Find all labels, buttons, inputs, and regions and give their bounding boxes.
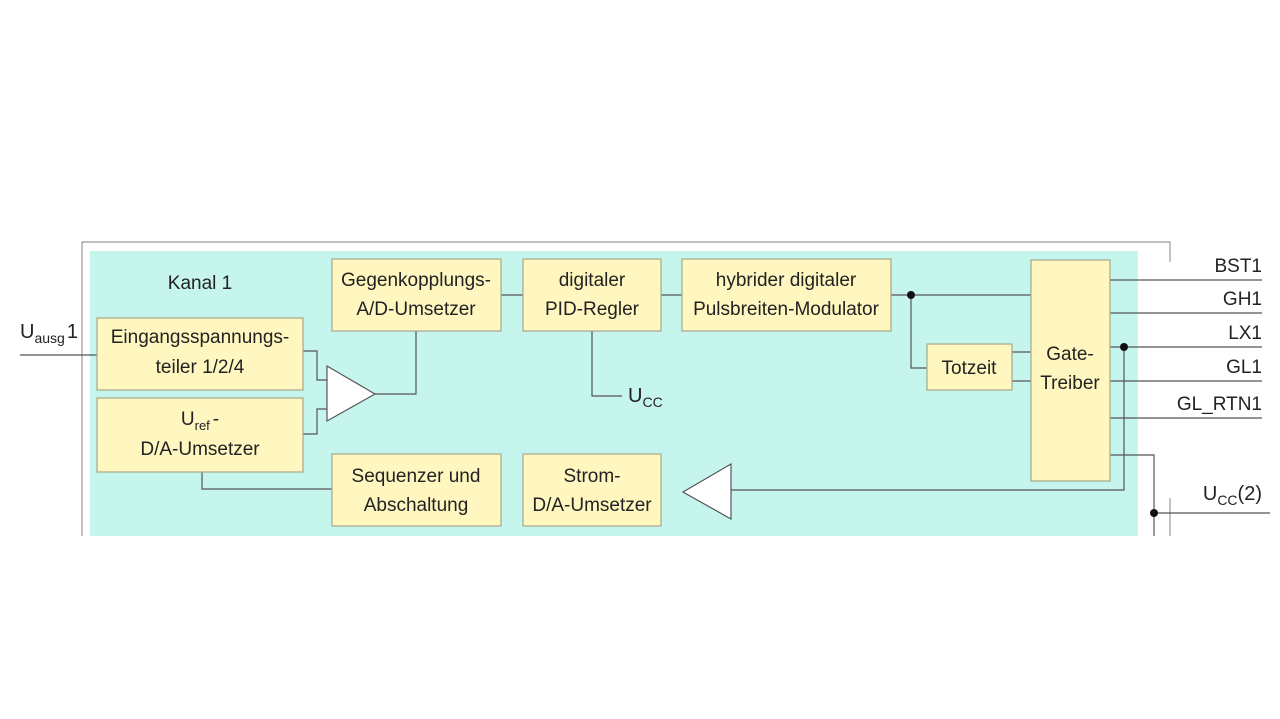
outer-frame bbox=[81, 241, 1171, 536]
ucc2-label: UCC(2) bbox=[1203, 483, 1262, 508]
block-feedback-adc: Gegenkopplungs- A/D-Umsetzer bbox=[331, 258, 502, 332]
input-label-main: U bbox=[20, 321, 34, 343]
deadtime-label: Totzeit bbox=[942, 358, 998, 379]
current-dac-line-2: D/A-Umsetzer bbox=[532, 495, 652, 516]
input-label-suffix: 1 bbox=[67, 321, 78, 343]
gate-line-2: Treiber bbox=[1040, 373, 1100, 394]
pwm-line-1: hybrider digitaler bbox=[716, 270, 857, 291]
output-lx1: LX1 bbox=[1228, 323, 1262, 344]
uref-suffix: - bbox=[213, 409, 219, 430]
uref-line-1: Uref- bbox=[181, 409, 219, 433]
uref-line-2: D/A-Umsetzer bbox=[140, 439, 260, 460]
block-pwm-modulator: hybrider digitaler Pulsbreiten-Modulator bbox=[681, 258, 892, 332]
input-label-sub: ausg bbox=[34, 330, 64, 346]
output-labels: BST1 GH1 LX1 GL1 GL_RTN1 bbox=[1177, 256, 1262, 415]
output-gh1: GH1 bbox=[1223, 289, 1262, 310]
ucc2-label-suffix: (2) bbox=[1238, 483, 1262, 505]
pwm-line-2: Pulsbreiten-Modulator bbox=[693, 299, 880, 320]
sequencer-line-2: Abschaltung bbox=[364, 495, 469, 516]
current-dac-line-1: Strom- bbox=[564, 466, 621, 487]
block-pid-controller: digitaler PID-Regler bbox=[522, 258, 662, 332]
block-uref-dac: Uref- D/A-Umsetzer bbox=[96, 397, 304, 473]
ucc2-label-sub: CC bbox=[1217, 492, 1237, 508]
uref-sub: ref bbox=[195, 418, 211, 433]
output-gl-rtn1: GL_RTN1 bbox=[1177, 394, 1262, 415]
divider-line-1: Eingangsspannungs- bbox=[111, 327, 290, 348]
block-input-divider: Eingangsspannungs- teiler 1/2/4 bbox=[96, 317, 304, 391]
comparator-amplifier bbox=[326, 364, 377, 423]
divider-line-2: teiler 1/2/4 bbox=[156, 357, 245, 378]
adc-line-1: Gegenkopplungs- bbox=[341, 270, 491, 291]
pid-line-2: PID-Regler bbox=[545, 299, 640, 320]
current-amplifier bbox=[681, 462, 732, 521]
block-sequencer: Sequenzer und Abschaltung bbox=[331, 453, 502, 527]
ucc-label: UCC bbox=[628, 385, 663, 410]
junction-pwm bbox=[907, 291, 915, 299]
block-current-dac: Strom- D/A-Umsetzer bbox=[522, 453, 662, 527]
uref-main: U bbox=[181, 409, 195, 430]
junction-lx bbox=[1120, 343, 1128, 351]
block-deadtime: Totzeit bbox=[926, 343, 1013, 391]
sequencer-line-1: Sequenzer und bbox=[352, 466, 481, 487]
ucc-label-main: U bbox=[628, 385, 642, 407]
output-bst1: BST1 bbox=[1214, 256, 1262, 277]
output-gl1: GL1 bbox=[1226, 357, 1262, 378]
gate-line-1: Gate- bbox=[1046, 344, 1094, 365]
block-gate-driver: Gate- Treiber bbox=[1030, 259, 1111, 482]
junction-ucc2 bbox=[1150, 509, 1158, 517]
channel-label: Kanal 1 bbox=[168, 273, 232, 294]
pid-line-1: digitaler bbox=[559, 270, 626, 291]
ucc-label-sub: CC bbox=[642, 394, 662, 410]
adc-line-2: A/D-Umsetzer bbox=[356, 299, 476, 320]
ucc2-label-main: U bbox=[1203, 483, 1217, 505]
